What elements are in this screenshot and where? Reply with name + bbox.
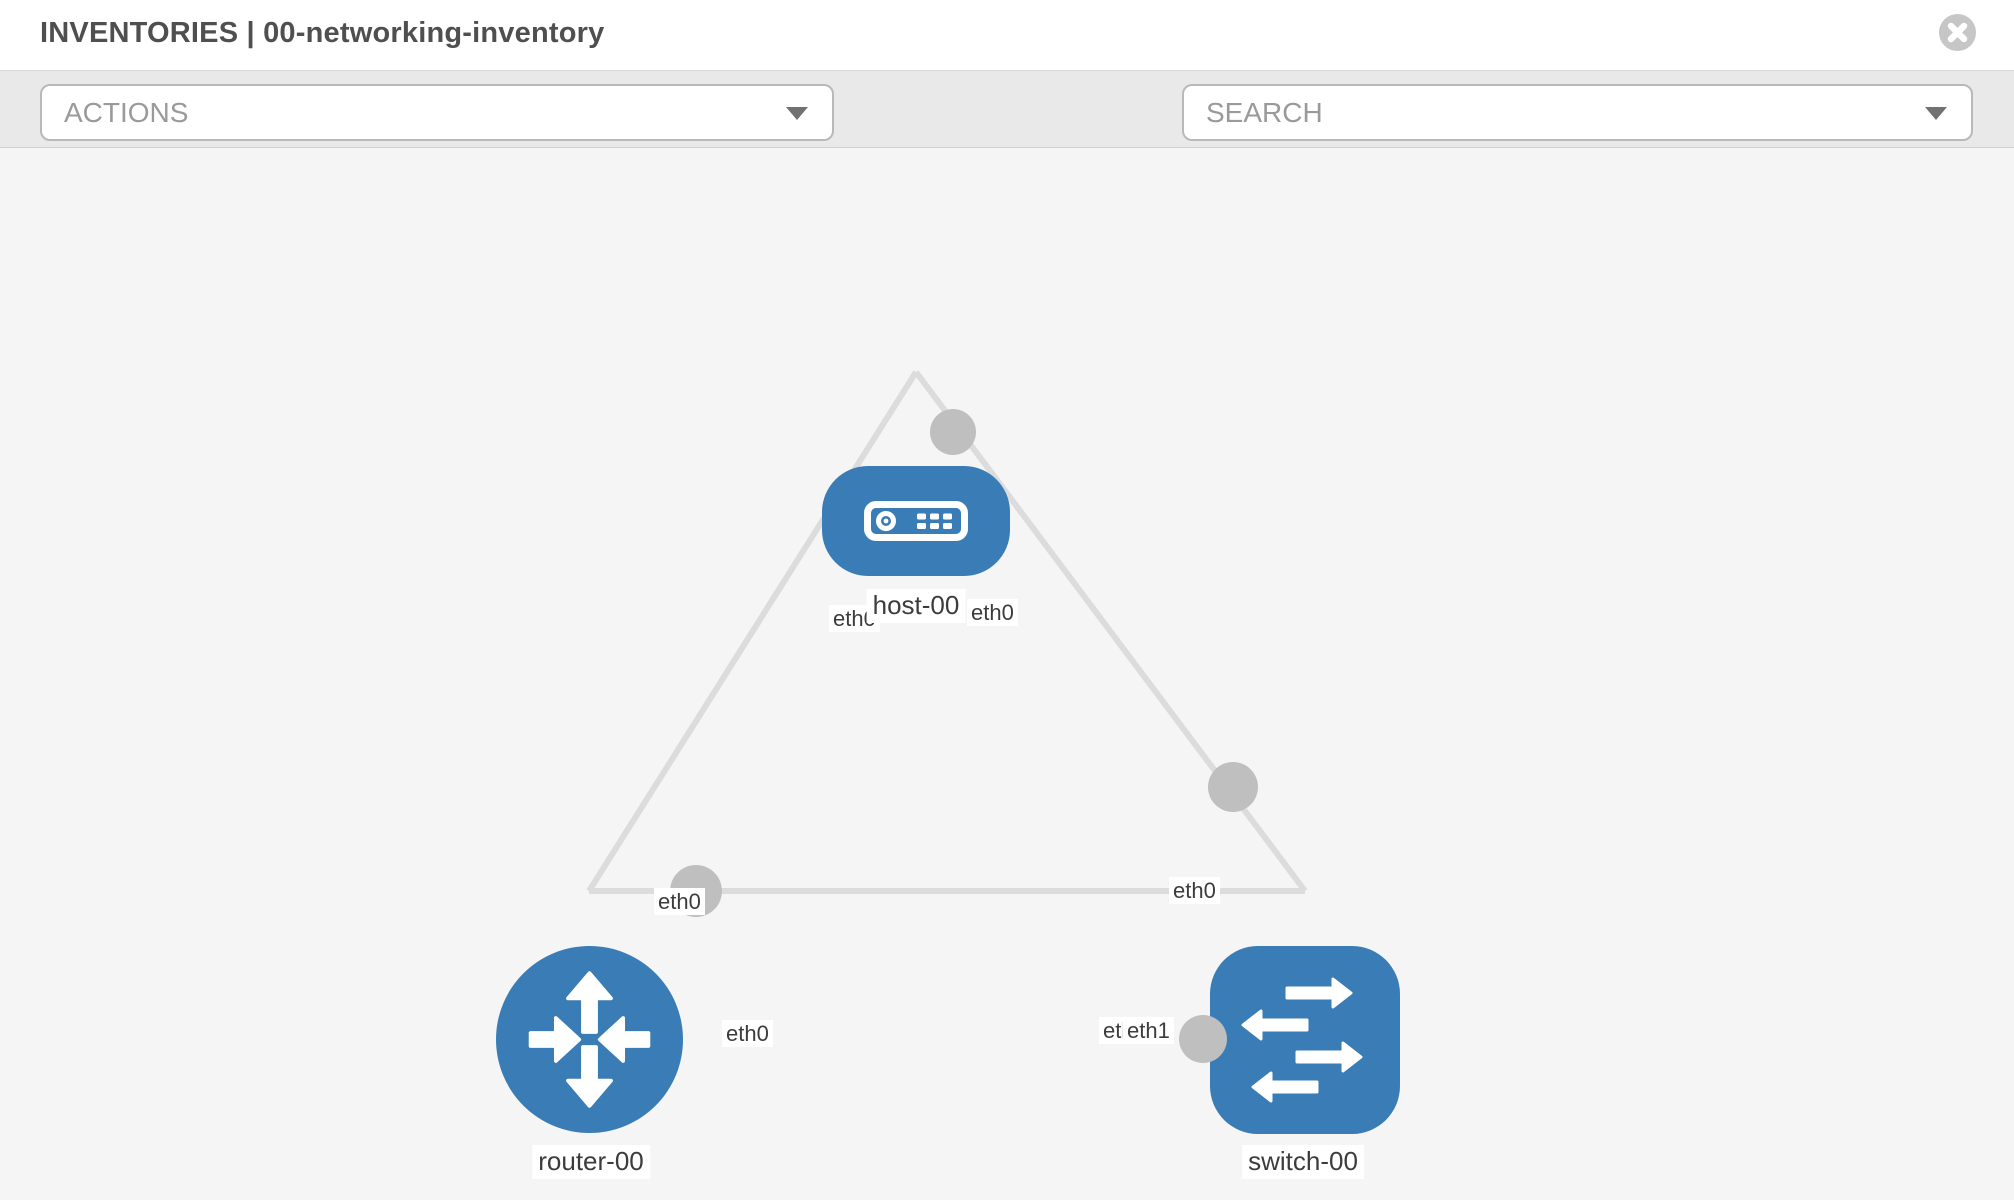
header: INVENTORIES | 00-networking-inventory [0,0,2014,71]
topology-links-layer [586,370,1308,917]
router-icon [528,971,651,1108]
actions-dropdown-label: ACTIONS [64,96,189,128]
node-router-00[interactable] [496,946,683,1133]
node-label-router: router-00 [532,1145,650,1179]
switch-icon [1241,977,1363,1103]
close-button[interactable] [1939,14,1976,51]
node-label-host: host-00 [866,589,966,623]
link-host-router [586,370,919,893]
page-title: INVENTORIES | 00-networking-inventory [40,17,605,49]
toolbar: ACTIONS SEARCH [0,71,2014,202]
interface-connector [1179,1015,1227,1063]
node-switch-00[interactable] [1210,946,1400,1134]
interface-label: eth0 [1169,877,1220,905]
interface-label: eth1 [1123,1017,1174,1045]
interface-label: eth0 [967,599,1018,627]
node-label-switch: switch-00 [1242,1145,1364,1179]
topology-canvas[interactable]: eth0 eth0 eth0 eth0 eth0 eth0 eth1 host-… [0,149,2014,1200]
link-host-switch [913,370,1308,893]
interface-label: eth0 [722,1020,773,1048]
search-dropdown-label: SEARCH [1206,96,1323,128]
host-icon [864,501,968,541]
interface-label: eth0 [654,888,705,916]
close-icon [1947,22,1968,43]
interface-connector [1208,762,1258,812]
interface-connector [930,409,976,455]
search-dropdown[interactable]: SEARCH [1182,84,1973,141]
chevron-down-icon [1925,106,1947,120]
node-host-00[interactable] [822,466,1010,576]
actions-dropdown[interactable]: ACTIONS [40,84,834,141]
chevron-down-icon [786,106,808,120]
